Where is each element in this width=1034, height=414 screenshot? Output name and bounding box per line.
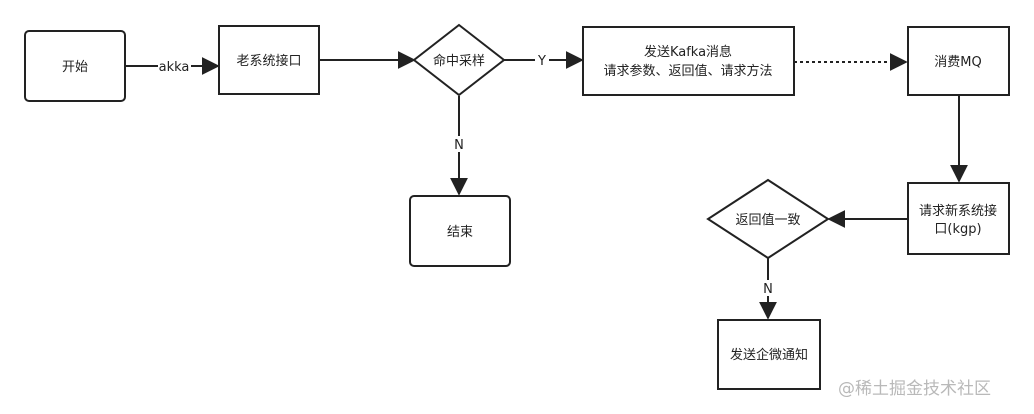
node-send-wechat: 发送企微通知 bbox=[717, 319, 821, 390]
watermark: @稀土掘金技术社区 bbox=[838, 379, 991, 399]
node-consume-mq: 消费MQ bbox=[907, 26, 1010, 96]
node-sample-hit-decision: 命中采样 bbox=[412, 23, 506, 97]
node-start: 开始 bbox=[24, 30, 126, 102]
edge-decision-to-kafka: Y bbox=[504, 51, 584, 69]
svg-text:返回值一致: 返回值一致 bbox=[735, 212, 800, 228]
svg-text:消费MQ: 消费MQ bbox=[934, 55, 981, 70]
edge-match-to-wechat: N bbox=[759, 258, 777, 320]
node-end: 结束 bbox=[409, 195, 511, 267]
node-old-api: 老系统接口 bbox=[218, 25, 320, 95]
svg-text:老系统接口: 老系统接口 bbox=[236, 53, 301, 69]
edge-label-no-match: N bbox=[763, 282, 773, 297]
node-call-new-api: 请求新系统接 口(kgp) bbox=[907, 182, 1010, 255]
edge-label-no-sample: N bbox=[454, 138, 464, 153]
svg-text:发送Kafka消息: 发送Kafka消息 bbox=[644, 44, 732, 60]
svg-text:发送企微通知: 发送企微通知 bbox=[730, 347, 808, 363]
node-send-kafka: 发送Kafka消息 请求参数、返回值、请求方法 bbox=[582, 26, 795, 96]
svg-text:口(kgp): 口(kgp) bbox=[934, 222, 981, 237]
edge-start-to-old-api: akka bbox=[125, 57, 220, 75]
edge-decision-to-end: N bbox=[450, 96, 468, 196]
svg-text:请求新系统接: 请求新系统接 bbox=[919, 203, 997, 219]
node-return-match-decision: 返回值一致 bbox=[706, 178, 830, 260]
edge-label-akka: akka bbox=[159, 60, 190, 75]
edge-label-yes: Y bbox=[537, 54, 546, 69]
svg-text:命中采样: 命中采样 bbox=[433, 53, 485, 69]
svg-text:开始: 开始 bbox=[62, 60, 88, 75]
svg-text:请求参数、返回值、请求方法: 请求参数、返回值、请求方法 bbox=[603, 63, 772, 79]
svg-text:结束: 结束 bbox=[447, 225, 473, 240]
